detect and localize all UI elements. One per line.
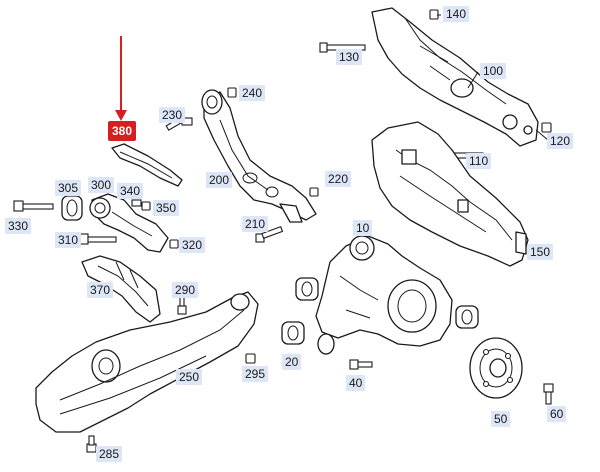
part-250-crossmember [35, 291, 259, 433]
callout-230[interactable]: 230 [159, 107, 186, 123]
callout-130[interactable]: 130 [336, 49, 363, 65]
part-305-bushing [61, 195, 83, 221]
callout-200[interactable]: 200 [206, 172, 233, 188]
callout-320[interactable]: 320 [179, 237, 206, 253]
callout-150[interactable]: 150 [527, 244, 554, 260]
callout-300[interactable]: 300 [88, 177, 115, 193]
callout-210[interactable]: 210 [242, 216, 269, 232]
callout-340[interactable]: 340 [117, 183, 144, 199]
callout-370[interactable]: 370 [87, 282, 114, 298]
part-295-nut [245, 353, 256, 364]
part-10-knuckle [315, 235, 453, 355]
part-100-subframe [371, 7, 539, 147]
part-285-bolt [86, 435, 97, 453]
highlight-arrow [115, 36, 127, 121]
callout-290[interactable]: 290 [172, 282, 199, 298]
callout-295[interactable]: 295 [242, 366, 269, 382]
part-330-bolt [13, 200, 54, 212]
callout-305[interactable]: 305 [55, 180, 82, 196]
callout-20[interactable]: 20 [282, 354, 302, 370]
part-140-nut [429, 9, 439, 20]
callout-380[interactable]: 380 [108, 121, 137, 141]
part-220-nut [309, 187, 319, 197]
callout-310[interactable]: 310 [55, 232, 82, 248]
part-20-bushings [281, 277, 479, 345]
part-200-control-arm [201, 89, 317, 223]
part-210-bolt [255, 225, 284, 243]
part-310-bolt [79, 233, 117, 245]
part-340-bolt [131, 199, 142, 207]
part-300-lower-arm [89, 193, 169, 253]
callout-220[interactable]: 220 [325, 171, 352, 187]
part-320-nut [169, 239, 179, 249]
callout-140[interactable]: 140 [443, 6, 470, 22]
callout-40[interactable]: 40 [346, 375, 366, 391]
part-350-nut [141, 201, 151, 211]
callout-50[interactable]: 50 [491, 411, 511, 427]
part-150-shield [371, 121, 529, 267]
part-290-bolt [177, 295, 187, 315]
callout-240[interactable]: 240 [239, 85, 266, 101]
part-40-bolt [349, 359, 373, 370]
callout-250[interactable]: 250 [176, 369, 203, 385]
part-380-bracket [111, 143, 183, 187]
callout-110[interactable]: 110 [466, 153, 492, 169]
callout-100[interactable]: 100 [480, 63, 507, 79]
callout-330[interactable]: 330 [5, 218, 32, 234]
callout-60[interactable]: 60 [547, 406, 567, 422]
callout-10[interactable]: 10 [353, 220, 373, 236]
callout-120[interactable]: 120 [547, 133, 574, 149]
callout-350[interactable]: 350 [153, 200, 180, 216]
part-240-nut [227, 87, 237, 98]
part-120-nut [541, 122, 552, 133]
part-50-wheel-hub [469, 337, 523, 399]
callout-285[interactable]: 285 [96, 446, 123, 462]
part-60-bolt [543, 383, 554, 405]
